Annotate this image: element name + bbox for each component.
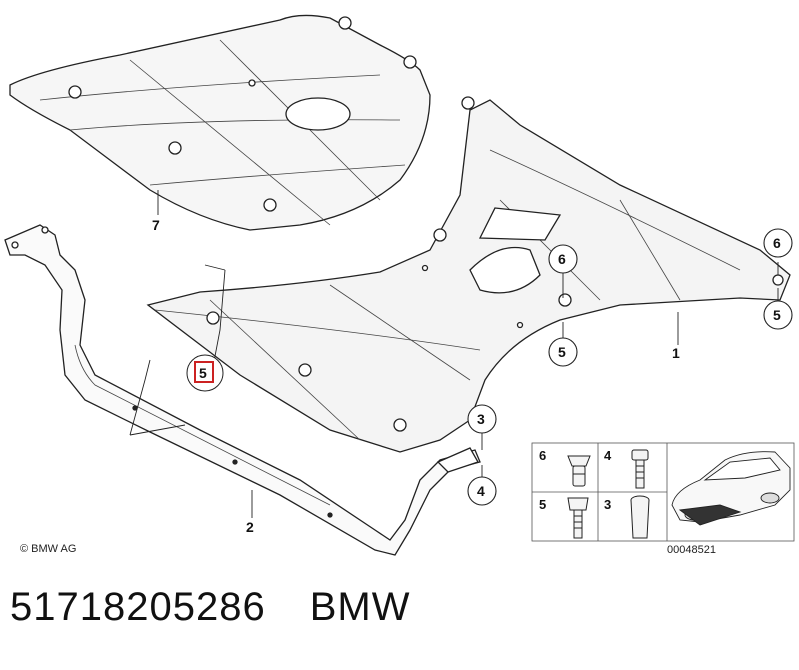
bracket-part-2[interactable] <box>4 224 481 556</box>
nut-icon <box>567 455 591 487</box>
brand-name: BMW <box>309 585 411 629</box>
svg-text:6: 6 <box>558 251 566 267</box>
svg-text:3: 3 <box>477 411 485 427</box>
label-part-7: 7 <box>152 217 160 233</box>
legend-num-5: 5 <box>539 497 546 512</box>
label-part-2: 2 <box>246 519 254 535</box>
parts-diagram: 7 1 2 5 6 5 6 5 3 4 © BMW AG 6 4 <box>4 14 795 556</box>
leader-lines <box>129 190 779 518</box>
callout-5-right[interactable]: 5 <box>763 300 793 330</box>
sleeve-icon <box>630 495 650 539</box>
bolt-icon <box>567 497 589 539</box>
panel-part-1[interactable] <box>146 96 791 453</box>
fastener-legend: 6 4 5 3 <box>531 442 795 556</box>
callout-4[interactable]: 4 <box>467 476 497 506</box>
car-thumbnail-icon <box>671 451 791 526</box>
callout-6-center[interactable]: 6 <box>548 244 578 274</box>
callout-5-center[interactable]: 5 <box>548 337 578 367</box>
svg-text:6: 6 <box>773 235 781 251</box>
part-number: 51718205286 <box>10 585 266 629</box>
bolt-icon <box>631 449 649 489</box>
callout-6-right[interactable]: 6 <box>763 228 793 258</box>
legend-num-4: 4 <box>604 448 612 463</box>
diagram-code: 00048521 <box>667 544 716 556</box>
svg-text:4: 4 <box>477 483 485 499</box>
panel-part-7[interactable] <box>9 14 431 231</box>
label-part-1: 1 <box>672 345 680 361</box>
copyright: © BMW AG <box>20 543 76 555</box>
footer: 51718205286 BMW <box>10 585 790 655</box>
highlighted-callout-5[interactable]: 5 <box>186 354 224 392</box>
svg-text:5: 5 <box>199 365 207 381</box>
callout-3[interactable]: 3 <box>467 404 497 434</box>
svg-text:5: 5 <box>773 307 781 323</box>
svg-text:5: 5 <box>558 344 566 360</box>
legend-num-3: 3 <box>604 497 611 512</box>
legend-num-6: 6 <box>539 448 546 463</box>
